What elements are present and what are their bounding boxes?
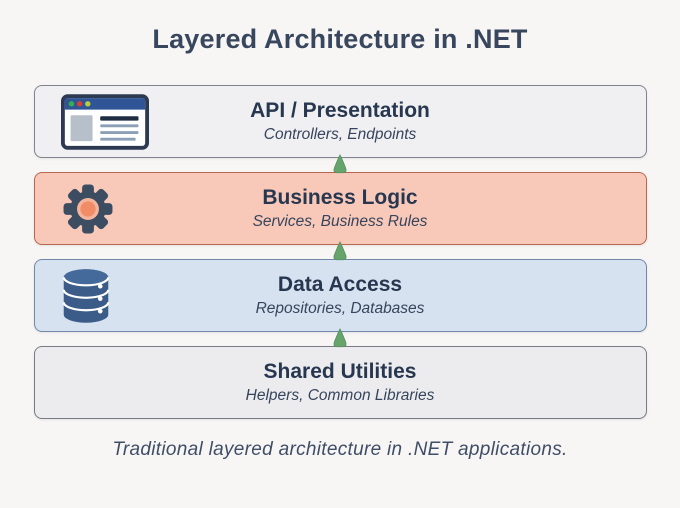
arrow-shared-to-data bbox=[34, 328, 647, 348]
layer-shared-utilities: Shared Utilities Helpers, Common Librari… bbox=[33, 346, 647, 419]
layer-title: Shared Utilities bbox=[263, 359, 417, 383]
database-icon bbox=[61, 267, 111, 324]
arrow-data-to-business bbox=[34, 241, 647, 261]
layer-subtitle: Services, Business Rules bbox=[252, 213, 428, 231]
layer-data-access: Data Access Repositories, Databases bbox=[33, 259, 647, 332]
layer-title: Business Logic bbox=[262, 185, 418, 209]
layer-stack: API / Presentation Controllers, Endpoint… bbox=[33, 85, 647, 419]
gear-icon bbox=[61, 182, 115, 236]
up-arrow-icon bbox=[333, 328, 347, 348]
layer-title: Data Access bbox=[277, 272, 403, 296]
layer-business-logic: Business Logic Services, Business Rules bbox=[33, 172, 647, 245]
up-arrow-icon bbox=[333, 241, 347, 261]
arrow-business-to-api bbox=[34, 154, 647, 174]
layer-subtitle: Helpers, Common Libraries bbox=[245, 387, 435, 405]
layer-subtitle: Repositories, Databases bbox=[255, 300, 425, 318]
diagram-title: Layered Architecture in .NET bbox=[152, 24, 528, 54]
browser-window-icon bbox=[60, 93, 149, 150]
caption: Traditional layered architecture in .NET… bbox=[112, 439, 568, 460]
layer-api-presentation: API / Presentation Controllers, Endpoint… bbox=[33, 85, 647, 158]
up-arrow-icon bbox=[333, 154, 347, 174]
layer-title: API / Presentation bbox=[250, 98, 430, 122]
layer-subtitle: Controllers, Endpoints bbox=[263, 126, 417, 144]
